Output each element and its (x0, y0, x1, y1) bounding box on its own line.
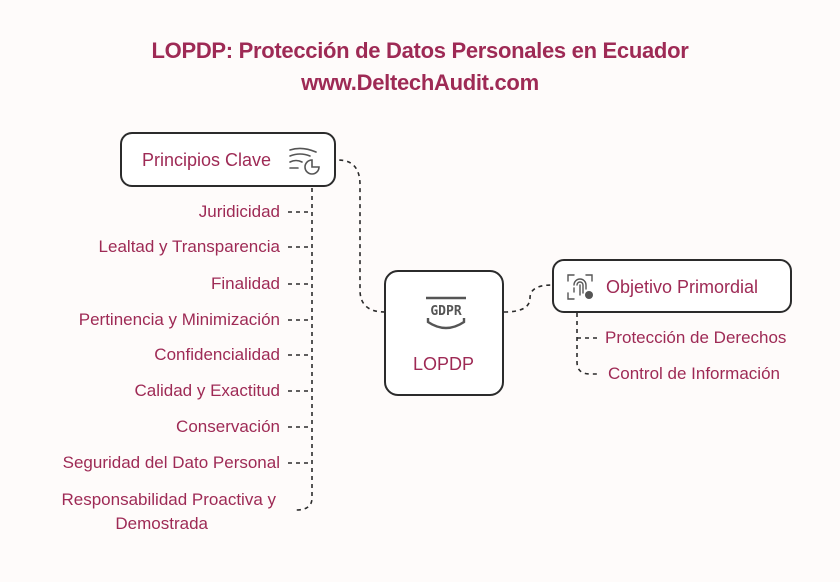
connector-center-right (503, 284, 553, 313)
principle-lealtad-transparencia: Lealtad y Transparencia (98, 237, 280, 256)
diagram-subtitle: www.DeltechAudit.com (301, 70, 539, 95)
principle-calidad-exactitud: Calidad y Exactitud (134, 381, 280, 400)
principle-finalidad: Finalidad (211, 274, 280, 293)
left-trunk (295, 188, 313, 511)
objective-control-informacion: Control de Información (608, 364, 780, 383)
principios-clave-node[interactable]: Principios Clave (120, 132, 336, 187)
principle-responsabilidad-line1: Responsabilidad Proactiva y (61, 490, 276, 509)
principle-responsabilidad-line2: Demostrada (115, 514, 208, 533)
gdpr-shield-icon: GDPR (422, 294, 470, 343)
objective-proteccion-derechos: Protección de Derechos (605, 328, 787, 347)
principle-pertinencia-minimizacion: Pertinencia y Minimización (78, 310, 280, 329)
principle-confidencialidad: Confidencialidad (154, 345, 280, 364)
objetivo-primordial-node[interactable]: Objetivo Primordial (552, 259, 792, 313)
objetivo-primordial-label: Objetivo Primordial (606, 277, 759, 297)
right-trunk (576, 313, 600, 375)
gdpr-icon-text: GDPR (430, 304, 461, 319)
principle-juridicidad: Juridicidad (198, 202, 280, 221)
lopdp-center-node[interactable]: GDPR LOPDP (384, 270, 504, 396)
principle-conservacion: Conservación (176, 417, 280, 436)
signal-pie-icon (288, 146, 320, 181)
principios-clave-label: Principios Clave (142, 150, 272, 170)
fingerprint-user-icon (564, 271, 596, 308)
lopdp-label: LOPDP (413, 354, 475, 374)
connector-center-left (337, 159, 386, 313)
diagram-title: LOPDP: Protección de Datos Personales en… (151, 38, 689, 63)
principle-seguridad-dato: Seguridad del Dato Personal (62, 453, 280, 472)
